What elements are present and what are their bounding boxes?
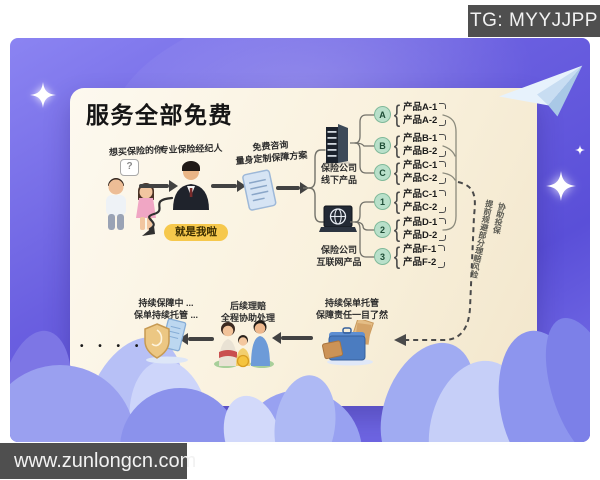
bracket-hook [438,261,446,268]
arrow-left-head [394,334,406,346]
sparkle-icon [546,171,576,201]
bracket-hook [439,218,447,225]
product-label: 产品B-2 [403,145,438,157]
offline-line1: 保险公司 [320,163,357,173]
ongoing-line1: 持续保障中 ... [138,298,194,308]
custody-line1: 持续保单托管 [324,298,379,308]
product-group: C { 产品C-1 产品C-2 [374,158,447,186]
product-label: 产品F-2 [403,256,437,268]
brace-left: { [393,187,401,215]
bracket-hook [439,177,447,184]
broker-illustration [173,161,209,210]
dashed-connector [394,181,476,346]
family-illustration [214,320,274,368]
arrow-right-icon [211,184,237,188]
offline-channel-label: 保险公司 线下产品 [310,163,368,186]
online-fan-connector [350,201,375,258]
its-me-tag: 就是我啦 [164,224,228,241]
bracket-hook [439,161,447,168]
product-label: 产品C-1 [403,189,438,200]
brace-left: { [393,158,401,186]
merge-connector [442,114,457,231]
product-label: 产品F-1 [403,244,437,255]
product-label: 产品B-1 [403,133,438,144]
product-group: 2 { 产品D-1 产品D-2 [374,215,447,243]
sparkle-icon [30,82,56,108]
ongoing-line2: 保单持续托管 ... [133,309,198,320]
paper-plane-icon [499,65,583,117]
product-group: A { 产品A-1 产品A-2 [374,100,447,128]
split-connector [303,149,326,223]
bracket-hook [439,206,447,213]
product-label: 产品A-2 [403,114,438,126]
globe-laptop-icon [319,205,357,232]
arrow-left-icon [188,337,214,341]
group-key-badge: C [374,164,391,181]
online-channel-label: 保险公司 互联网产品 [308,245,370,268]
ellipsis-dots: • • • • [80,341,145,352]
product-label: 产品D-1 [403,217,438,228]
product-group: 3 { 产品F-1 产品F-2 [374,242,446,270]
group-key-badge: 1 [374,193,391,210]
product-label: 产品C-1 [403,160,438,171]
bracket-hook [439,150,447,157]
bracket-hook [439,134,447,141]
briefcase-icon [322,320,374,366]
bracket-hook [439,103,447,110]
bracket-hook [438,245,446,252]
product-label: 产品A-1 [403,102,438,113]
online-line2: 互联网产品 [316,256,362,267]
brace-left: { [393,131,401,159]
brace-left: { [393,100,401,128]
group-key-badge: 2 [374,221,391,238]
card-title: 服务全部免费 [86,102,233,128]
product-label: 产品D-2 [403,229,438,241]
custody-label: 持续保单托管 保障责任一目了然 [300,298,404,321]
document-icon [242,169,277,211]
claims-line1: 后续理赔 [229,301,266,311]
shield-document-icon [144,318,188,364]
product-group: 1 { 产品C-1 产品C-2 [374,187,447,215]
arrow-right-icon [139,184,169,188]
offline-fan-connector [350,114,375,174]
group-key-badge: B [374,137,391,154]
arrow-right-icon [276,186,300,190]
product-label: 产品C-2 [403,201,438,213]
squiggle-arrow-icon [142,196,174,236]
brace-left: { [393,242,401,270]
online-line1: 保险公司 [320,245,357,255]
group-key-badge: 3 [374,248,391,265]
brace-left: { [393,215,401,243]
bracket-hook [439,119,447,126]
ongoing-label: 持续保障中 ... 保单持续托管 ... [120,298,212,321]
tg-handle-badge: TG: MYYJJPP [468,5,600,37]
product-group: B { 产品B-1 产品B-2 [374,131,447,159]
bracket-hook [439,234,447,241]
question-bubble: ? [120,159,139,176]
claims-line2: 全程协助处理 [220,312,275,323]
bracket-hook [439,190,447,197]
product-label: 产品C-2 [403,172,438,184]
offline-line2: 线下产品 [320,174,357,185]
website-badge: www.zunlongcn.com [0,443,196,479]
sparkle-icon [575,145,585,155]
building-icon [324,124,350,165]
custody-line2: 保障责任一目了然 [315,309,388,320]
arrow-left-icon [281,336,313,340]
group-key-badge: A [374,106,391,123]
claims-label: 后续理赔 全程协助处理 [205,301,291,324]
